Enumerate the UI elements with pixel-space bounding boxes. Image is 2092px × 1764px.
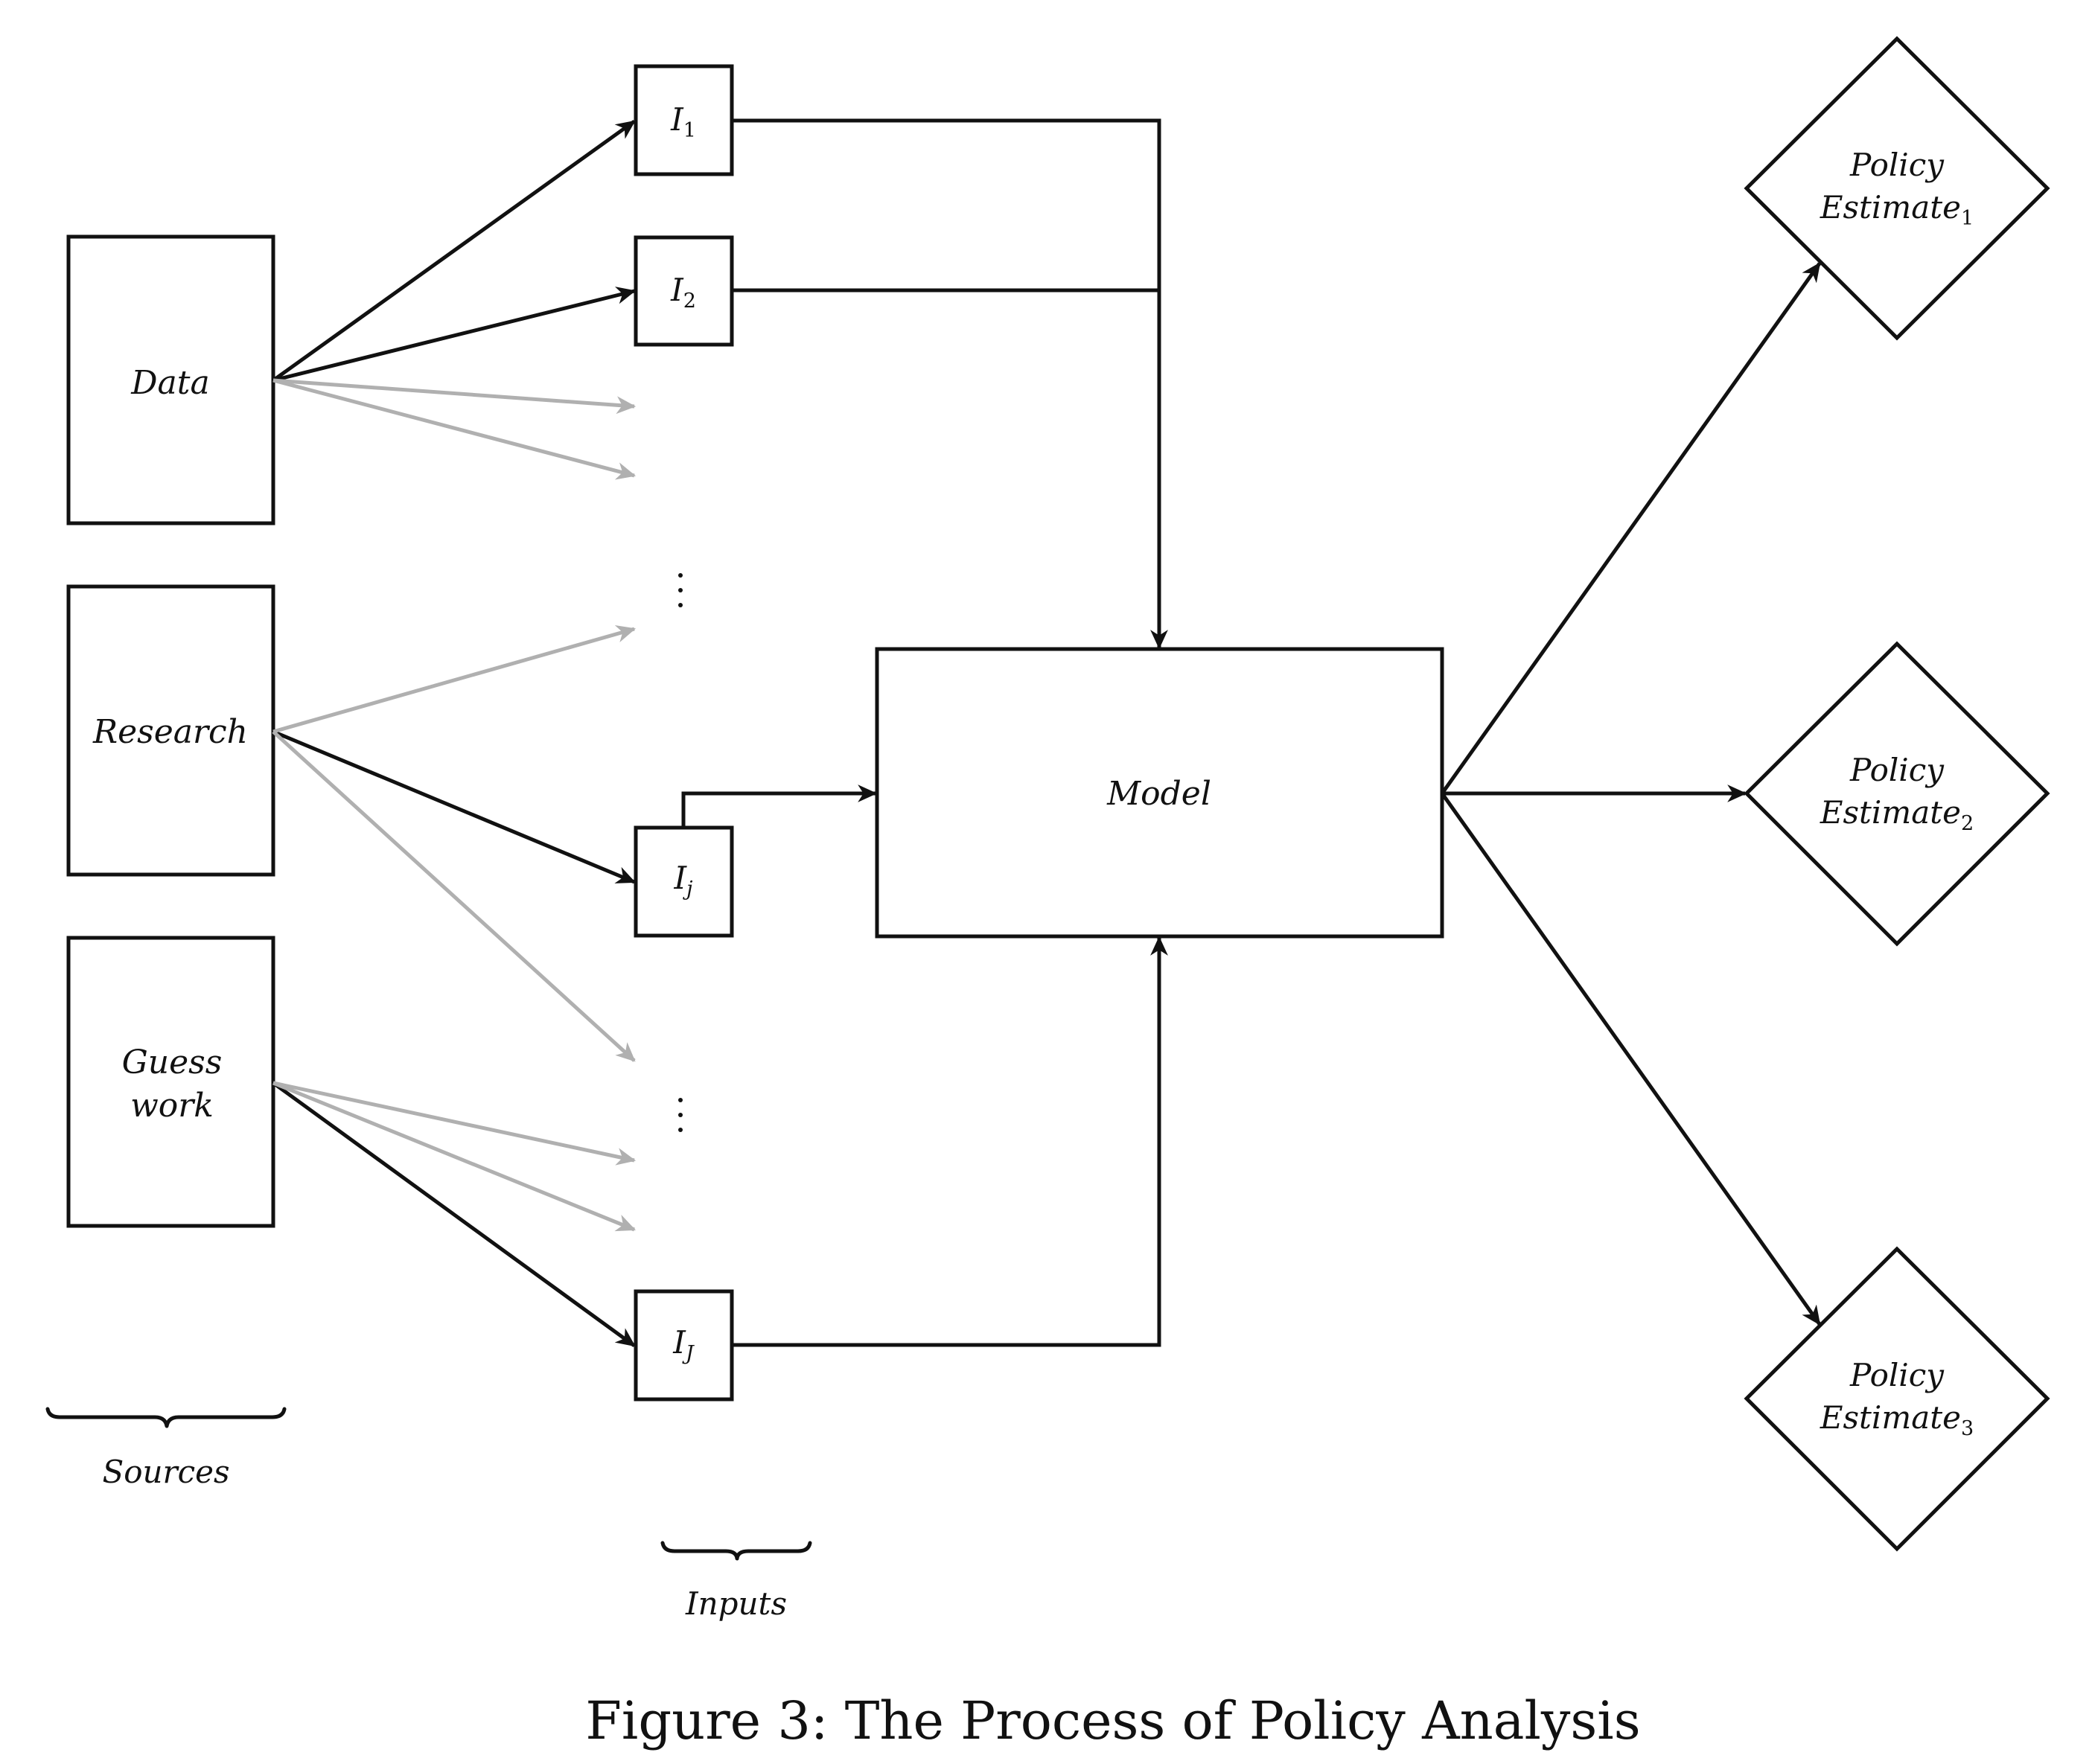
edge-research-to-ij bbox=[272, 729, 637, 884]
ellipsis-upper bbox=[678, 573, 683, 607]
edge-iJ-to-model bbox=[732, 936, 1168, 1347]
sources-brace-label: Sources bbox=[102, 1454, 229, 1490]
policy-estimate-2-line1: Policy bbox=[1849, 752, 1945, 788]
edge-i1-to-model bbox=[732, 118, 1168, 650]
input-label-iJ: IJ bbox=[672, 1324, 695, 1365]
edge-research-to-hidden-1 bbox=[272, 625, 637, 734]
policy-estimate-1-line2: Estimate1 bbox=[1820, 189, 1974, 230]
policy-estimate-diamond-2 bbox=[1744, 641, 2050, 947]
ellipsis-lower bbox=[678, 1098, 683, 1132]
sources-brace bbox=[45, 1407, 287, 1428]
edge-data-to-i2 bbox=[272, 287, 637, 383]
policy-estimate-diamond-3 bbox=[1744, 1246, 2050, 1552]
policy-estimate-3-line2: Estimate3 bbox=[1820, 1399, 1974, 1440]
policy-estimate-diamond-1 bbox=[1744, 36, 2050, 341]
edge-data-to-hidden-2 bbox=[272, 378, 637, 480]
input-label-i2: I2 bbox=[670, 272, 696, 313]
edge-data-to-hidden-1 bbox=[272, 378, 637, 415]
edge-guesswork-to-hidden-1 bbox=[272, 1081, 637, 1166]
source-box-guesswork bbox=[66, 936, 275, 1228]
input-label-ij: Ij bbox=[674, 860, 693, 901]
source-label-research: Research bbox=[92, 713, 248, 751]
model-label: Model bbox=[1106, 775, 1211, 813]
figure-caption: Figure 3: The Process of Policy Analysis bbox=[585, 1690, 1640, 1751]
source-label-guesswork-line2: work bbox=[130, 1087, 214, 1125]
inputs-brace bbox=[660, 1541, 812, 1561]
edge-ij-to-model bbox=[681, 784, 878, 828]
edge-research-to-hidden-2 bbox=[272, 730, 636, 1062]
input-label-i1: I1 bbox=[670, 101, 696, 142]
policy-estimate-1-line1: Policy bbox=[1849, 147, 1945, 183]
source-label-data: Data bbox=[130, 364, 209, 402]
inputs-brace-label: Inputs bbox=[685, 1585, 787, 1622]
edge-guesswork-to-iJ bbox=[272, 1081, 636, 1348]
policy-estimate-2-line2: Estimate2 bbox=[1820, 794, 1974, 835]
edge-data-to-i1 bbox=[272, 119, 636, 383]
edge-model-to-estimate-1 bbox=[1440, 262, 1822, 795]
policy-estimate-3-line1: Policy bbox=[1849, 1357, 1945, 1393]
source-label-guesswork-line1: Guess bbox=[122, 1044, 223, 1081]
edge-guesswork-to-hidden-2 bbox=[272, 1081, 637, 1232]
edge-model-to-estimate-3 bbox=[1440, 792, 1822, 1326]
